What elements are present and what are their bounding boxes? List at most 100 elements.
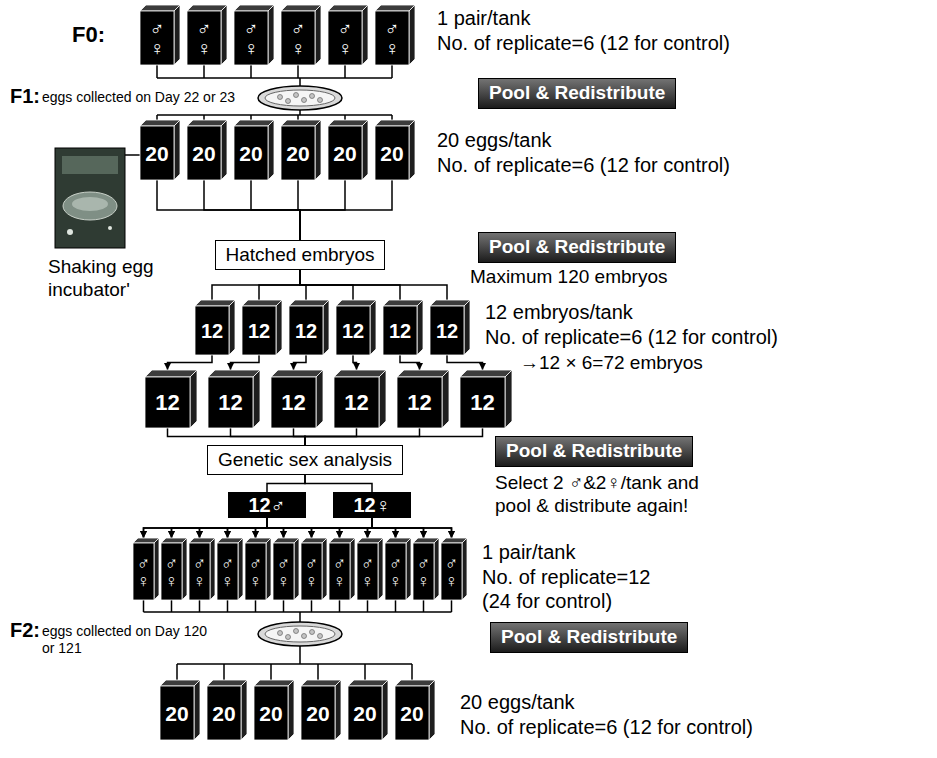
tank-front <box>245 543 266 600</box>
tank-face: ♂♀ <box>245 543 266 600</box>
tank-face: 20 <box>234 126 268 180</box>
flow-connector <box>172 518 373 538</box>
note-label: 20 eggs/tank <box>460 690 575 714</box>
tank-side <box>462 538 467 600</box>
tank-front <box>289 306 323 355</box>
tank-face: ♂♀ <box>413 543 434 600</box>
flow-connector <box>294 355 307 370</box>
flow-connector <box>340 518 373 538</box>
tank-side <box>434 538 439 600</box>
tank-side <box>194 680 200 740</box>
incubator-photo <box>55 148 125 248</box>
tank-face: 12 <box>195 306 229 355</box>
tank-top <box>208 370 260 377</box>
tank-box: ♂♀ <box>301 538 327 600</box>
tank-text: ♂ <box>305 554 319 572</box>
tank-top <box>234 120 274 126</box>
tank-face: ♂♀ <box>273 543 294 600</box>
sex-group-box: 12♂ <box>228 492 306 518</box>
tank-top <box>140 120 180 126</box>
flow-connector <box>400 355 420 370</box>
flow-connector <box>300 270 447 300</box>
tank-top <box>207 680 247 686</box>
tank-front <box>460 377 505 428</box>
tank-box: ♂♀ <box>161 538 187 600</box>
tank-side <box>276 300 282 355</box>
note-label: Shaking egg incubator' <box>48 256 166 302</box>
tank-top <box>281 120 321 126</box>
tank-face: ♂♀ <box>328 11 362 65</box>
tank-box: ♂♀ <box>357 538 383 600</box>
flow-connector <box>312 518 373 538</box>
sex-group-box: 12♀ <box>333 492 411 518</box>
tank-front <box>328 11 362 65</box>
tank-side <box>362 120 368 180</box>
note-label: →12 × 6=72 embryos <box>520 352 703 375</box>
tank-box: ♂♀ <box>217 538 243 600</box>
tank-top <box>195 300 235 306</box>
tank-top <box>336 300 376 306</box>
tank-top <box>397 370 449 377</box>
tank-top <box>289 300 329 306</box>
tank-front <box>217 543 238 600</box>
badge-text: Pool & Redistribute <box>501 626 677 649</box>
tank-front <box>336 306 370 355</box>
tank-text: 20 <box>239 143 262 164</box>
note-label: No. of replicate=6 (12 for control) <box>460 715 753 739</box>
tank-text: 20 <box>333 143 356 164</box>
badge-text: Pool & Redistribute <box>489 82 665 105</box>
tank-front <box>383 306 417 355</box>
tank-box: 12 <box>460 370 512 428</box>
tank-face: ♂♀ <box>133 543 154 600</box>
tank-box: ♂♀ <box>385 538 411 600</box>
tank-front <box>242 306 276 355</box>
tank-front <box>271 377 316 428</box>
tank-front <box>413 543 434 600</box>
tank-box: 12 <box>208 370 260 428</box>
tank-top <box>430 300 470 306</box>
tank-box: ♂♀ <box>375 5 415 65</box>
tank-side <box>406 538 411 600</box>
tank-front <box>397 377 442 428</box>
note-label: eggs collected on Day 22 or 23 <box>42 89 235 106</box>
tank-side <box>182 538 187 600</box>
tank-top <box>254 680 294 686</box>
flow-connector <box>267 518 452 538</box>
tank-box: 12 <box>289 300 329 355</box>
tank-text: 12 <box>344 392 368 414</box>
tank-side <box>335 680 341 740</box>
tank-top <box>160 680 200 686</box>
tank-front <box>254 686 288 740</box>
tank-text: 20 <box>353 703 376 724</box>
photo-water <box>72 197 108 211</box>
tank-front <box>301 543 322 600</box>
tank-box: 12 <box>334 370 386 428</box>
tank-side <box>238 538 243 600</box>
tank-text: ♂ <box>137 554 151 572</box>
tank-side <box>294 538 299 600</box>
flow-connector <box>204 180 300 240</box>
tank-front <box>145 377 190 428</box>
tank-box: 12 <box>397 370 449 428</box>
tank-top <box>234 5 274 11</box>
tank-box: 12 <box>271 370 323 428</box>
tank-face: ♂♀ <box>441 543 462 600</box>
tank-side <box>154 538 159 600</box>
tank-face: ♂♀ <box>385 543 406 600</box>
photo-glint <box>67 229 73 235</box>
petri-dish <box>258 86 342 110</box>
box-text: Hatched embryos <box>226 243 375 267</box>
tank-text: 20 <box>400 703 423 724</box>
tank-box: ♂♀ <box>245 538 271 600</box>
leader-line <box>125 154 140 156</box>
tank-face: ♂♀ <box>301 543 322 600</box>
tank-front <box>189 543 210 600</box>
tank-front <box>281 126 315 180</box>
dish-rim <box>258 622 342 646</box>
tank-face: 12 <box>242 306 276 355</box>
tank-text: ♂ <box>197 18 212 38</box>
tank-box: 20 <box>207 680 247 740</box>
tank-front <box>430 306 464 355</box>
